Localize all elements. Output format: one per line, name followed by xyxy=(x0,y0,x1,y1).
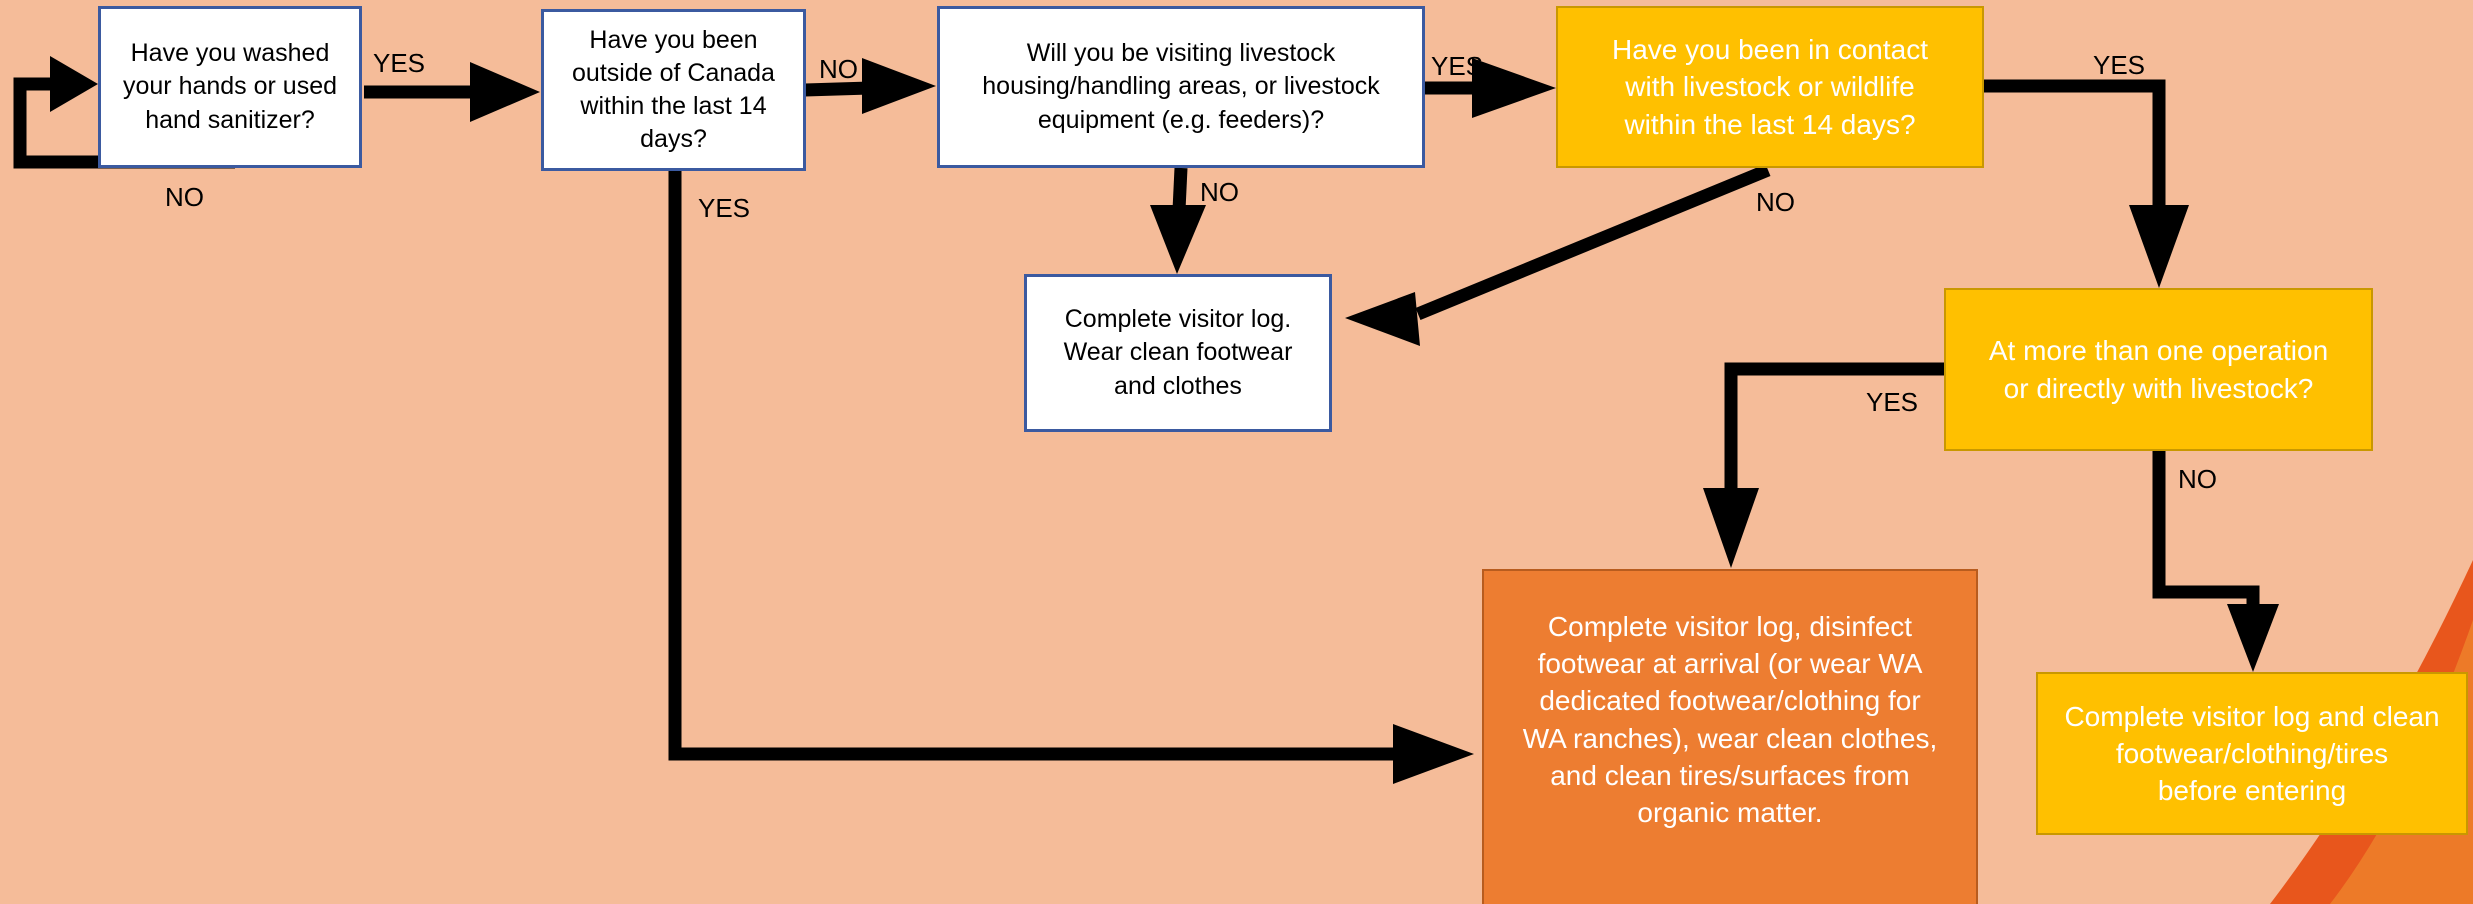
node-visitor-log-clean-result: Complete visitor log. Wear clean footwea… xyxy=(1024,274,1332,432)
arrow-contact-no xyxy=(1415,163,1771,321)
arrow-canada-no xyxy=(804,81,871,97)
label-areas-no: NO xyxy=(1200,177,1239,207)
arrow-canada-yes xyxy=(668,170,1395,761)
arrowhead-multiple-yes xyxy=(1703,488,1759,568)
arrow-multiple-no xyxy=(2152,451,2260,610)
arrowhead-wash-no xyxy=(50,56,98,112)
arrowhead-contact-yes xyxy=(2129,205,2189,288)
node-multiple-operations-question: At more than one operation or directly w… xyxy=(1944,288,2373,451)
arrow-multiple-yes xyxy=(1724,362,1944,490)
arrowhead-canada-yes xyxy=(1393,724,1474,784)
label-wash-no: NO xyxy=(165,182,204,212)
label-canada-yes: YES xyxy=(698,193,751,223)
label-contact-no: NO xyxy=(1756,187,1795,217)
arrowhead-contact-no xyxy=(1345,292,1420,346)
label-canada-no: NO xyxy=(819,54,858,84)
label-contact-yes: YES xyxy=(2093,50,2146,80)
arrowhead-multiple-no xyxy=(2227,604,2279,672)
arrowhead-areas-no xyxy=(1150,205,1206,274)
label-multiple-no: NO xyxy=(2178,464,2217,494)
arrowhead-wash-yes xyxy=(470,62,540,122)
node-visitor-log-tires-result: Complete visitor log and clean footwear/… xyxy=(2036,672,2468,835)
node-livestock-contact-question: Have you been in contact with livestock … xyxy=(1556,6,1984,168)
arrowhead-canada-no xyxy=(862,58,936,114)
node-livestock-areas-question: Will you be visiting livestock housing/h… xyxy=(937,6,1425,168)
node-washed-hands-question: Have you washed your hands or used hand … xyxy=(98,6,362,168)
label-multiple-yes: YES xyxy=(1866,387,1919,417)
label-areas-yes: YES xyxy=(1431,51,1484,81)
node-disinfect-result: Complete visitor log, disinfect footwear… xyxy=(1482,569,1978,904)
arrowhead-areas-yes xyxy=(1472,58,1556,118)
node-outside-canada-question: Have you been outside of Canada within t… xyxy=(541,9,806,171)
label-wash-yes: YES xyxy=(373,48,426,78)
arrow-contact-yes xyxy=(1984,79,2166,210)
arrow-areas-no xyxy=(1172,167,1188,211)
